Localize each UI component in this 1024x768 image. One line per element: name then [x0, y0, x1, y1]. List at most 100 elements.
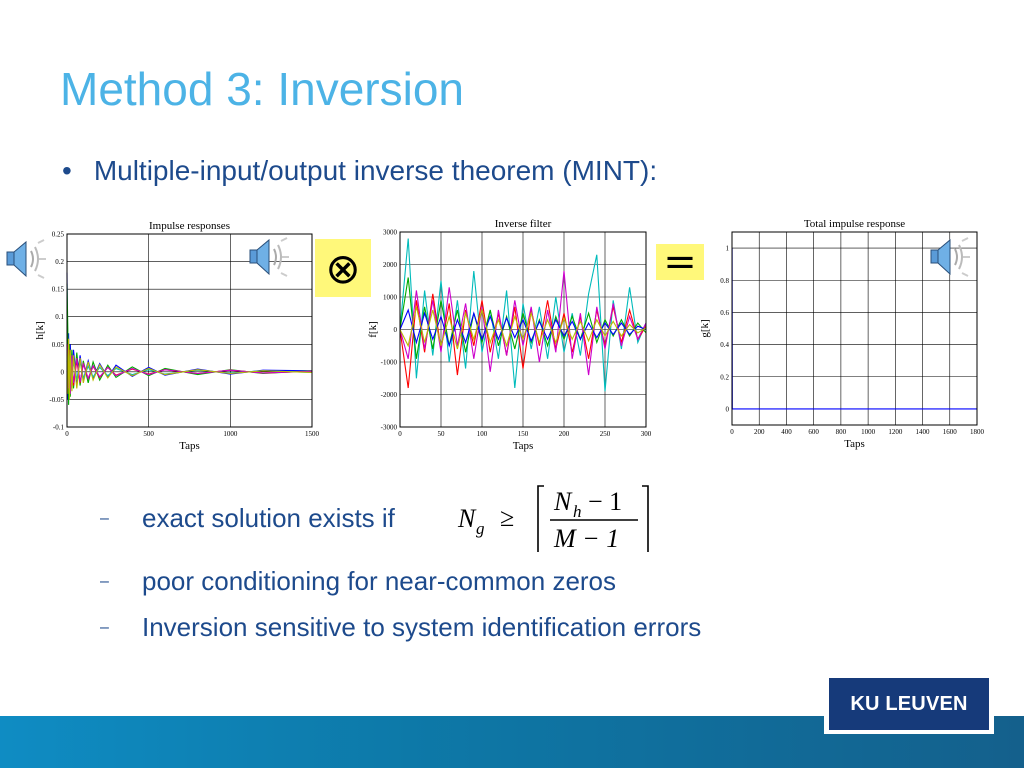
y-tick-label: 0.25	[52, 231, 65, 239]
y-axis-label: h[k]	[34, 321, 46, 339]
sub-item-inversion-sensitive: – Inversion sensitive to system identifi…	[100, 612, 701, 643]
plot-frame	[66, 233, 313, 428]
x-tick-label: 0	[398, 430, 402, 438]
bullet-text: Multiple-input/output inverse theorem (M…	[93, 155, 658, 186]
convolve-operator: ⊗	[315, 239, 371, 297]
y-tick-label: 0.4	[720, 341, 729, 349]
y-tick-label: -3000	[381, 424, 398, 432]
sub-item-text: exact solution exists if	[142, 503, 395, 533]
chart-title: Impulse responses	[149, 220, 230, 232]
bullet-marker: •	[62, 155, 72, 186]
ceiling-right	[642, 485, 649, 552]
y-tick-label: -2000	[381, 391, 398, 399]
formula-relation: ≥	[500, 503, 514, 532]
slide-title: Method 3: Inversion	[60, 63, 465, 115]
chart-impulse-responses: 0 500 1000 1500 -0.1 -0.05 0 0.05 0.1 0.15 0.2 0.25…	[30, 212, 320, 462]
x-tick-label: 250	[600, 430, 611, 438]
sub-marker: –	[100, 618, 109, 636]
y-tick-label: 0	[61, 368, 65, 376]
y-tick-label: 0	[726, 405, 730, 413]
plot-frame	[731, 231, 978, 426]
x-tick-label: 0	[730, 428, 734, 436]
equals-operator-symbol: =	[663, 239, 697, 285]
series-line	[399, 306, 647, 350]
series-line	[66, 338, 313, 400]
x-tick-label: 0	[65, 430, 69, 438]
y-tick-label: 2000	[383, 261, 398, 269]
x-axis-label: Taps	[844, 438, 865, 450]
formula-lhs: N	[457, 504, 477, 533]
speaker-icon[interactable]	[928, 236, 972, 278]
chart-inverse-filter-svg: 0 50 100 150 200 250 300 -3000 -2000 -1000 0 1000 20…	[367, 218, 652, 452]
y-tick-label: 0.1	[55, 313, 64, 321]
chart-title: Inverse filter	[495, 218, 552, 230]
logo-text: KU LEUVEN	[829, 678, 989, 730]
series-line	[399, 277, 647, 359]
sub-item-poor-conditioning: – poor conditioning for near-common zero…	[100, 566, 616, 597]
x-tick-label: 600	[808, 428, 819, 436]
x-tick-label: 150	[518, 430, 529, 438]
y-axis-label: f[k]	[367, 321, 379, 338]
x-tick-label: 800	[836, 428, 847, 436]
plot-area	[732, 232, 977, 425]
ceiling-left	[537, 485, 544, 552]
chart-impulse-responses-svg: 0 500 1000 1500 -0.1 -0.05 0 0.05 0.1 0.15 0.2 0.25…	[34, 220, 320, 452]
chart-total-impulse-response-svg: 0 200 400 600 800 1000 1200 1400 1600 1800 0 0.2 0.4…	[699, 218, 985, 450]
x-tick-label: 1200	[888, 428, 903, 436]
x-tick-label: 1000	[223, 430, 238, 438]
y-tick-label: 0.2	[55, 258, 64, 266]
formula-num: N	[553, 487, 573, 516]
y-tick-label: 0.2	[720, 373, 729, 381]
x-tick-label: 500	[143, 430, 154, 438]
series-line	[399, 270, 647, 376]
convolve-operator-symbol: ⊗	[325, 243, 361, 293]
y-tick-label: -0.1	[53, 424, 65, 432]
formula-num-rest: − 1	[588, 487, 622, 516]
plot-frame	[399, 231, 647, 428]
x-tick-label: 100	[477, 430, 488, 438]
speaker-icon[interactable]	[247, 236, 291, 278]
x-axis-label: Taps	[513, 440, 534, 452]
y-tick-label: 0.05	[52, 341, 65, 349]
sub-marker: –	[100, 572, 109, 590]
y-tick-label: -1000	[381, 359, 398, 367]
x-tick-label: 1400	[916, 428, 931, 436]
main-bullet: • Multiple-input/output inverse theorem …	[62, 155, 657, 187]
mint-condition-formula: N g ≥ N h − 1 M − 1	[457, 485, 649, 553]
y-tick-label: 0.6	[720, 309, 729, 317]
formula-den: M − 1	[553, 524, 619, 553]
formula-num-sub: h	[573, 502, 582, 521]
sub-item-text: poor conditioning for near-common zeros	[142, 566, 617, 596]
series-line	[399, 238, 647, 392]
x-tick-label: 200	[754, 428, 765, 436]
chart-title: Total impulse response	[804, 218, 905, 230]
y-tick-label: 1	[726, 245, 730, 253]
equals-operator: =	[656, 239, 704, 285]
y-tick-label: 1000	[383, 294, 398, 302]
y-tick-label: 0.15	[52, 286, 65, 294]
chart-total-impulse-response: 0 200 400 600 800 1000 1200 1400 1600 1800 0 0.2 0.4…	[699, 210, 992, 460]
x-tick-label: 200	[559, 430, 570, 438]
formula-lhs-sub: g	[476, 519, 485, 538]
y-tick-label: 0.8	[720, 277, 729, 285]
sub-item-exact-solution: – exact solution exists if	[100, 503, 395, 534]
series-line	[399, 308, 647, 348]
x-tick-label: 1500	[305, 430, 320, 438]
x-axis-label: Taps	[179, 440, 200, 452]
ku-leuven-logo: KU LEUVEN	[824, 674, 994, 734]
y-tick-label: -0.05	[49, 396, 64, 404]
sub-item-text: Inversion sensitive to system identifica…	[142, 612, 702, 642]
plot-area	[67, 234, 312, 427]
y-tick-label: 3000	[383, 229, 398, 237]
x-tick-label: 1600	[943, 428, 958, 436]
speaker-icon[interactable]	[4, 238, 48, 280]
sub-marker: –	[100, 509, 109, 527]
x-tick-label: 400	[781, 428, 792, 436]
x-tick-label: 1000	[861, 428, 876, 436]
chart-inverse-filter: 0 50 100 150 200 250 300 -3000 -2000 -1000 0 1000 20…	[360, 210, 660, 460]
x-tick-label: 1800	[970, 428, 985, 436]
y-axis-label: g[k]	[700, 319, 711, 337]
x-tick-label: 50	[438, 430, 446, 438]
y-tick-label: 0	[394, 326, 398, 334]
x-tick-label: 300	[641, 430, 652, 438]
